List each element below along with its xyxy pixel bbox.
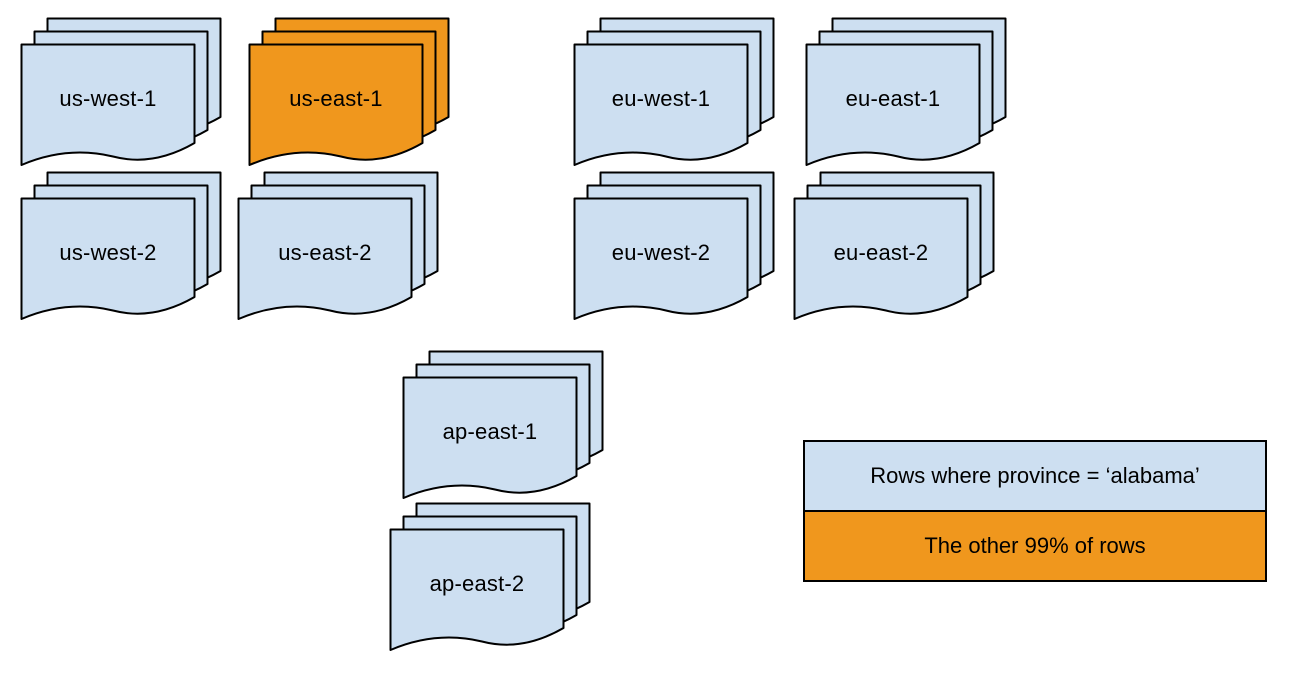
document-shape-icon <box>402 376 578 499</box>
document-shape-icon <box>237 197 413 320</box>
doc-stack-us-west-2: us-west-2 <box>20 171 222 327</box>
doc-stack-us-east-1: us-east-1 <box>248 17 450 173</box>
legend-item-label: The other 99% of rows <box>924 533 1146 558</box>
doc-stack-eu-east-1: eu-east-1 <box>805 17 1007 173</box>
doc-stack-eu-west-2: eu-west-2 <box>573 171 775 327</box>
document-shape-icon <box>573 197 749 320</box>
document-shape-icon <box>805 43 981 166</box>
doc-stack-eu-east-2: eu-east-2 <box>793 171 995 327</box>
legend-item-alabama-rows: Rows where province = ‘alabama’ <box>805 442 1265 512</box>
document-shape-icon <box>20 197 196 320</box>
legend-item-other-rows: The other 99% of rows <box>805 512 1265 580</box>
document-shape-icon <box>389 528 565 651</box>
doc-stack-eu-west-1: eu-west-1 <box>573 17 775 173</box>
document-shape-icon <box>573 43 749 166</box>
legend: Rows where province = ‘alabama’ The othe… <box>803 440 1267 582</box>
doc-stack-us-east-2: us-east-2 <box>237 171 439 327</box>
document-shape-icon <box>248 43 424 166</box>
legend-item-label: Rows where province = ‘alabama’ <box>870 463 1200 488</box>
doc-stack-ap-east-1: ap-east-1 <box>402 350 604 506</box>
document-shape-icon <box>20 43 196 166</box>
doc-stack-us-west-1: us-west-1 <box>20 17 222 173</box>
doc-stack-ap-east-2: ap-east-2 <box>389 502 591 658</box>
document-shape-icon <box>793 197 969 320</box>
